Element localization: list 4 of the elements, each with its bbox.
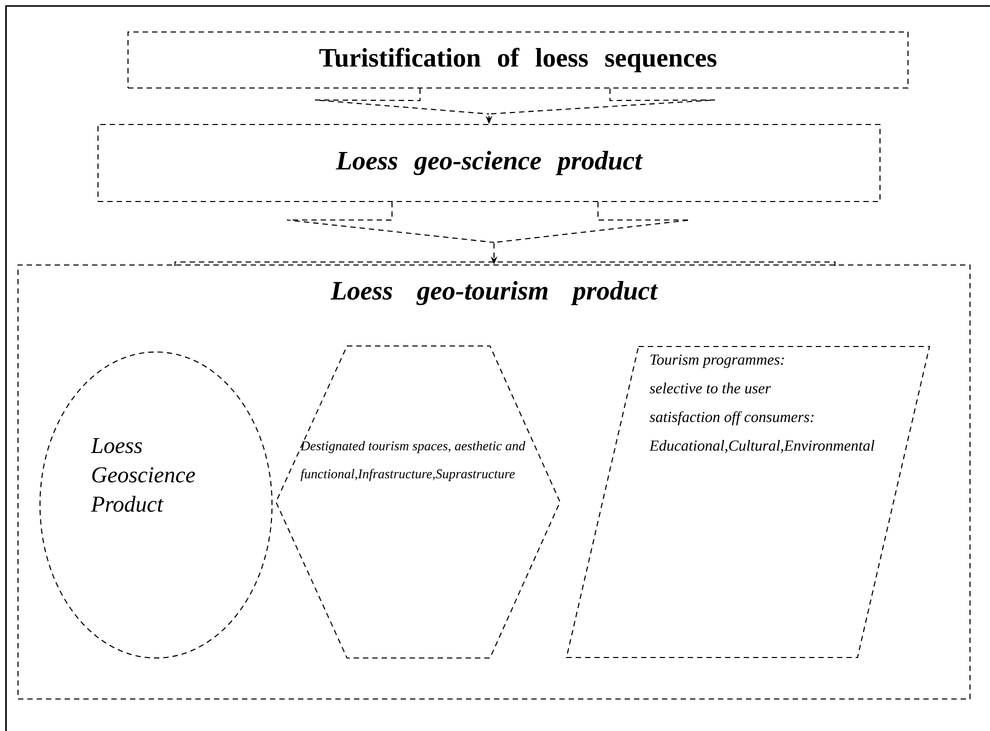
parallelogram: Tourism programmes: selective to the user satisfaction off consumers:Educational,Cultural,Environmental: [566, 346, 930, 658]
product-box: Loess geo-science product: [97, 124, 881, 202]
title-box: Turistification of loess sequences: [127, 31, 909, 89]
hexagon: Destignated tourism spaces, aesthetic and functional,Infrastructure,Suprastructure: [275, 345, 561, 659]
